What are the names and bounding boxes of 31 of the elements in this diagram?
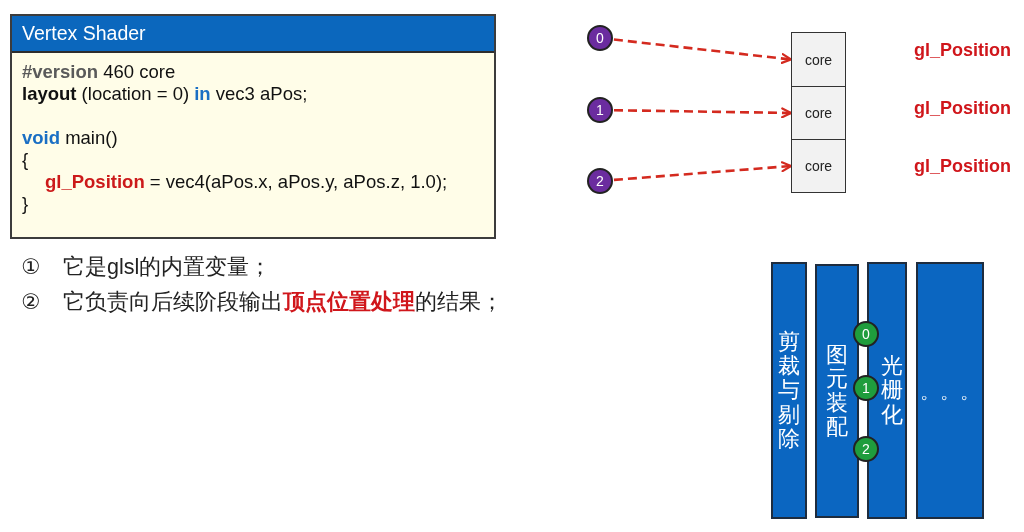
number-circle: 2	[587, 168, 613, 194]
stage-label: 光栅化	[881, 354, 903, 427]
output-label: gl_Position	[914, 97, 1011, 119]
list-marker: ①	[21, 254, 41, 280]
stack-slot: core	[791, 32, 846, 87]
code-panel	[10, 14, 496, 239]
pipeline-stage-bar	[916, 262, 984, 519]
list-item: 它负责向后续阶段输出顶点位置处理的结果；	[63, 289, 503, 315]
dashed-arrow	[613, 107, 793, 119]
code-line: }	[22, 193, 29, 215]
stage-label: 剪裁与剔除	[778, 330, 800, 451]
code-line: layout (location = 0) in vec3 aPos;	[22, 83, 308, 105]
code-line: {	[22, 149, 29, 171]
output-label: gl_Position	[914, 155, 1011, 177]
code-line: #version 460 core	[22, 61, 176, 83]
stack-slot: core	[791, 139, 846, 193]
list-marker: ②	[21, 289, 41, 315]
code-line: gl_Position = vec4(aPos.x, aPos.y, aPos.z, 1.0);	[45, 171, 448, 193]
output-label: gl_Position	[914, 39, 1011, 61]
number-circle: 1	[587, 97, 613, 123]
pipeline-stage-bar	[815, 264, 859, 518]
stage-label: 。。。	[920, 378, 980, 403]
stage-label: 图元装配	[826, 342, 848, 440]
panel-header: Vertex Shader	[12, 16, 494, 53]
number-circle: 0	[587, 25, 613, 51]
code-line: void main()	[22, 127, 118, 149]
pipeline-stage-bar	[771, 262, 807, 519]
stack-slot: core	[791, 86, 846, 140]
dashed-arrow	[613, 38, 793, 64]
dashed-arrow	[613, 161, 793, 182]
list-item: 它是glsl的内置变量；	[63, 254, 272, 280]
